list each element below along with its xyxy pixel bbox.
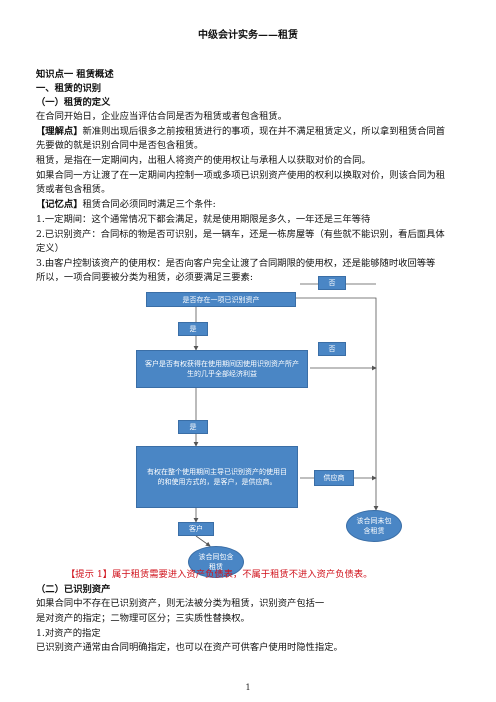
paragraph: 先要做的就是识别合同中是否包含租赁。 bbox=[36, 140, 204, 151]
section-heading-2: 一、租赁的识别 bbox=[36, 83, 102, 94]
question-direct-use: 有权在整个使用期间主导已识别资产的使用目的和使用方式的，是客户，是供应商。 bbox=[136, 446, 298, 508]
question-economic-benefits: 客户是否有权获得在使用期间因使用识别资产所产生的几乎全部经济利益 bbox=[136, 350, 308, 388]
condition-3: 3.由客户控制该资产的使用权：是否向客户完全让渡了合同期限的使用权，还是能够随时… bbox=[36, 258, 436, 269]
condition-3-cont: 所以，一项合同要被分类为租赁，必须要满足三要素: bbox=[36, 272, 253, 283]
memo-label: 【记忆点】 bbox=[36, 199, 83, 210]
paragraph: 赁或者包含租赁。 bbox=[36, 184, 111, 195]
label-customer: 客户 bbox=[178, 522, 214, 536]
paragraph: 在合同开始日，企业应当评估合同是否为租赁或者包含租赁。 bbox=[36, 111, 288, 122]
paragraph: 已识别资产通常由合同明确指定，也可以在资产可供客户使用时隐性指定。 bbox=[36, 642, 343, 653]
page-number: 1 bbox=[245, 683, 251, 692]
condition-2-cont: 定义） bbox=[36, 243, 64, 254]
paragraph: 如果合同中不存在已识别资产，则无法被分类为租赁，识别资产包括一 bbox=[36, 598, 325, 609]
understanding-label: 【理解点】 bbox=[36, 126, 83, 137]
question-identified-asset: 是否存在一项已识别资产 bbox=[146, 292, 296, 307]
result-contains-lease: 该合同包含租赁 bbox=[188, 546, 244, 578]
label-no-2: 否 bbox=[318, 342, 346, 356]
label-yes-1: 是 bbox=[178, 322, 208, 336]
label-supplier: 供应商 bbox=[314, 470, 354, 486]
paragraph-understanding: 【理解点】新准则出现后很多之前按租赁进行的事项，现在并不满足租赁定义，所以拿到租… bbox=[36, 126, 446, 137]
subsection-heading-2: （二）已识别资产 bbox=[36, 584, 111, 595]
paragraph: 是对资产的指定；二物理可区分；三实质性替换权。 bbox=[36, 613, 250, 624]
subsection-heading-1: （一）租赁的定义 bbox=[36, 97, 111, 108]
section-heading-1: 知识点一 租赁概述 bbox=[36, 69, 114, 80]
condition-2: 2.已识别资产：合同标的物是否可识别，是一辆车，还是一栋房屋等（有些就不能识别，… bbox=[36, 229, 445, 240]
label-no-1: 否 bbox=[318, 276, 346, 290]
result-no-lease: 该合同未包含租赁 bbox=[346, 510, 402, 542]
paragraph: 1.对资产的指定 bbox=[36, 628, 101, 639]
paragraph: 如果合同一方让渡了在一定期间内控制一项或多项已识别资产使用的权利以换取对价，则该… bbox=[36, 170, 446, 181]
condition-1: 1.一定期间：这个通常情况下都会满足，就是使用期限是多久，一年还是三年等待 bbox=[36, 214, 371, 225]
paragraph: 租赁，是指在一定期间内，出租人将资产的使用权让与承租人以获取对价的合同。 bbox=[36, 155, 371, 166]
page-title: 中级会计实务——租赁 bbox=[198, 30, 298, 41]
tip-1: 【提示 1】属于租赁需要进入资产负债表，不属于租赁不进入资产负债表。 bbox=[66, 569, 373, 580]
label-yes-2: 是 bbox=[178, 420, 208, 434]
paragraph-memo: 【记忆点】租赁合同必须同时满足三个条件: bbox=[36, 199, 216, 210]
